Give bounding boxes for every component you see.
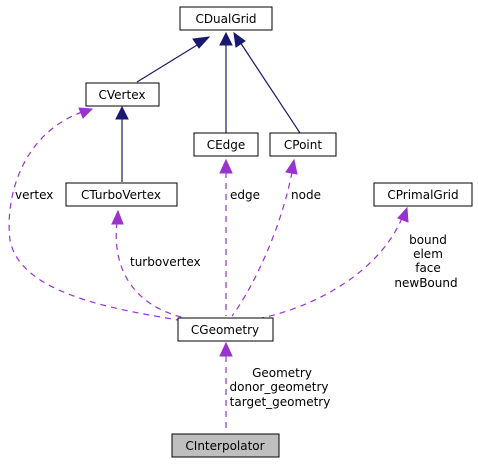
label-target-geometry: target_geometry xyxy=(230,395,331,409)
edge-turbovertex-usage xyxy=(115,221,186,319)
label-vertex: vertex xyxy=(15,188,53,202)
arrowhead-cpoint-from-cgeometry xyxy=(285,158,298,175)
arrowhead-cgeometry-from-cinterpolator xyxy=(219,341,233,357)
arrowhead-cvertex-from-cgeometry xyxy=(78,107,94,119)
arrowhead-cdualgrid-from-cvertex xyxy=(192,36,211,49)
edge-cvertex-to-cdualgrid xyxy=(136,41,203,83)
edge-primalgrid-usage xyxy=(261,217,403,319)
edge-vertex-usage xyxy=(8,111,179,321)
label-node: node xyxy=(291,188,321,202)
node-cdualgrid-label: CDualGrid xyxy=(195,12,256,26)
node-cedge-label: CEdge xyxy=(207,138,246,152)
label-bound: bound xyxy=(409,233,447,247)
label-edge: edge xyxy=(230,188,260,202)
label-face: face xyxy=(415,261,441,275)
node-cgeometry-label: CGeometry xyxy=(191,323,259,337)
arrowhead-cdualgrid-from-cedge xyxy=(219,31,233,46)
inheritance-edges xyxy=(115,31,301,182)
label-turbovertex: turbovertex xyxy=(130,255,201,269)
label-elem: elem xyxy=(413,247,443,261)
node-cgeometry[interactable]: CGeometry xyxy=(177,317,274,342)
label-geometry: Geometry xyxy=(252,366,312,380)
node-cturbovertex-label: CTurboVertex xyxy=(81,188,161,202)
arrowhead-cturbovertex-from-cgeometry xyxy=(111,209,124,225)
arrowhead-cvertex-from-cturbovertex xyxy=(115,105,129,120)
node-cvertex[interactable]: CVertex xyxy=(85,82,160,107)
node-cinterpolator-label: CInterpolator xyxy=(185,439,264,453)
edge-cpoint-to-cdualgrid xyxy=(239,41,301,134)
edge-labels: vertex edge node turbovertex bound elem … xyxy=(15,188,458,409)
node-cprimalgrid[interactable]: CPrimalGrid xyxy=(373,182,473,207)
node-cturbovertex[interactable]: CTurboVertex xyxy=(65,182,178,207)
node-cpoint[interactable]: CPoint xyxy=(269,132,337,157)
node-cvertex-label: CVertex xyxy=(99,88,146,102)
node-cinterpolator[interactable]: CInterpolator xyxy=(171,433,280,458)
arrowhead-cdualgrid-from-cpoint xyxy=(233,31,246,48)
node-cdualgrid[interactable]: CDualGrid xyxy=(179,6,273,31)
label-donor-geometry: donor_geometry xyxy=(230,380,329,394)
node-cedge[interactable]: CEdge xyxy=(193,132,259,157)
usage-edges xyxy=(8,107,409,433)
node-cpoint-label: CPoint xyxy=(284,138,322,152)
arrowhead-cedge-from-cgeometry xyxy=(219,158,233,174)
node-cprimalgrid-label: CPrimalGrid xyxy=(387,188,458,202)
label-newbound: newBound xyxy=(394,276,457,290)
arrowhead-cprimalgrid-from-cgeometry xyxy=(397,206,409,223)
